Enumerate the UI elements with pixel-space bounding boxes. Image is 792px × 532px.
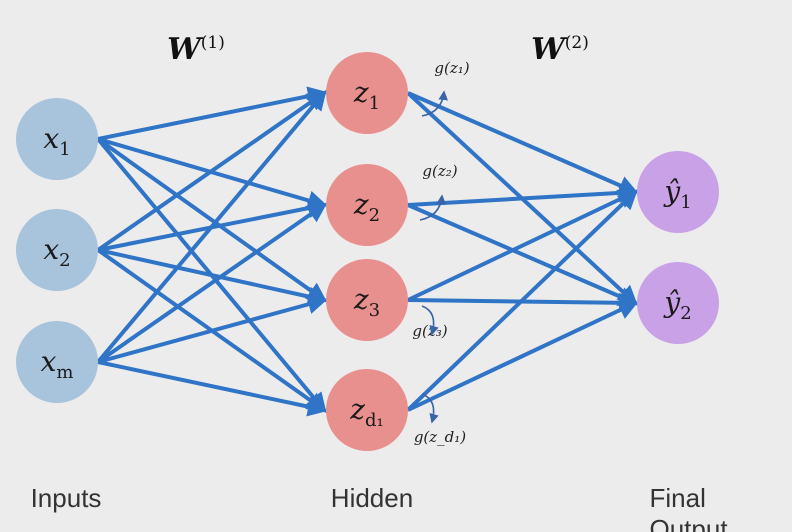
node-hidden-1: z1	[326, 52, 408, 134]
activation-label-4: g(z_d₁)	[414, 428, 466, 446]
w1-superscript: (1)	[200, 33, 225, 53]
node-hidden-2: z2	[326, 164, 408, 246]
node-label: xm	[41, 345, 74, 383]
hidden-label: Hidden	[330, 483, 414, 513]
activation-arrow-icon-2	[419, 194, 446, 221]
node-label: x2	[43, 233, 70, 271]
edge-inputs-3-to-hidden-1	[96, 89, 327, 364]
node-outputs-2: ŷ2	[637, 262, 719, 344]
node-inputs-3: xm	[16, 321, 98, 403]
node-label: z1	[353, 76, 380, 114]
node-outputs-1: ŷ1	[637, 151, 719, 233]
activation-label-1: g(z₁)	[434, 59, 469, 77]
node-label: zd₁	[349, 393, 384, 431]
edge-inputs-2-to-hidden-3	[97, 248, 328, 307]
weights-label-2: W(2)	[531, 32, 589, 67]
activation-label-2: g(z₂)	[422, 162, 457, 180]
node-inputs-1: x1	[16, 98, 98, 180]
activation-arrow-icon-4	[421, 393, 439, 424]
node-label: ŷ2	[662, 286, 691, 324]
edge-inputs-3-to-hidden-3	[97, 294, 328, 364]
final-output-label: Final Output	[649, 483, 728, 532]
edge-hidden-3-to-outputs-1	[407, 189, 639, 302]
edge-hidden-4-to-outputs-1	[406, 189, 638, 412]
edge-inputs-3-to-hidden-4	[97, 360, 328, 417]
node-hidden-3: z3	[326, 259, 408, 341]
node-label: z3	[353, 283, 380, 321]
edge-inputs-3-to-hidden-2	[96, 202, 328, 364]
node-label: x1	[43, 122, 70, 160]
w2-symbol: W	[531, 32, 565, 67]
edge-hidden-1-to-outputs-1	[407, 91, 639, 195]
edge-hidden-4-to-outputs-2	[407, 300, 639, 412]
w2-superscript: (2)	[564, 33, 589, 53]
w1-symbol: W	[167, 32, 201, 67]
activation-label-3: g(z₃)	[412, 322, 447, 340]
weights-label-1: W(1)	[167, 32, 225, 67]
node-hidden-4: zd₁	[326, 369, 408, 451]
edge-inputs-1-to-hidden-1	[97, 86, 328, 141]
edge-inputs-2-to-hidden-1	[96, 90, 328, 252]
node-label: z2	[353, 188, 380, 226]
edge-hidden-2-to-outputs-2	[407, 203, 639, 306]
activation-arrow-icon-3	[421, 305, 439, 336]
node-inputs-2: x2	[16, 209, 98, 291]
inputs-label: Inputs	[30, 483, 102, 513]
activation-arrow-icon-1	[421, 90, 448, 117]
node-label: ŷ1	[662, 175, 691, 213]
edge-inputs-1-to-hidden-3	[96, 137, 328, 303]
